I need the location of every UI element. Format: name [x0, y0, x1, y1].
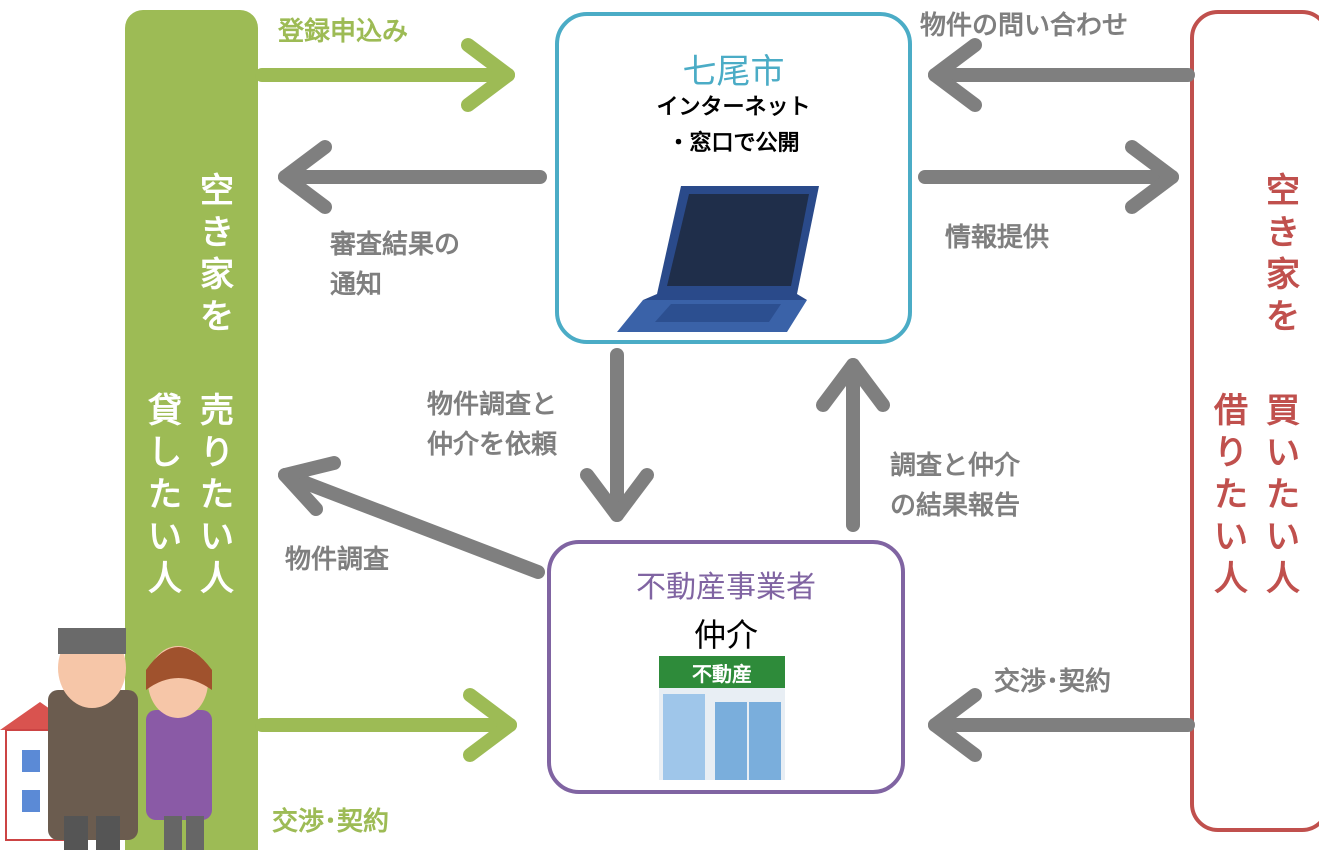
- label-info: 情報提供: [945, 223, 1050, 253]
- seller-lend-label: 貸したい人: [148, 391, 182, 599]
- label-request: 物件調査と 仲介を依頼: [427, 390, 558, 460]
- arrow-negotiation-left: [255, 688, 517, 762]
- agent-box: 不動産事業者 仲介 不動産: [547, 540, 905, 794]
- agent-title: 不動産事業者: [636, 570, 816, 605]
- label-inquiry: 物件の問い合わせ: [920, 11, 1129, 41]
- real-estate-shop-icon: 不動産: [659, 656, 785, 780]
- buyer-column: [1190, 10, 1319, 832]
- arrow-survey: [278, 456, 545, 579]
- label-negotiation-right: 交渉･契約: [994, 667, 1112, 697]
- seller-heading: 空き家を: [200, 171, 234, 337]
- buyer-buy-label: 買いたい人: [1266, 391, 1300, 599]
- label-survey: 物件調査: [285, 545, 390, 575]
- label-negotiation-left: 交渉･契約: [272, 807, 390, 837]
- agent-subtitle: 仲介: [693, 616, 758, 654]
- arrow-inquiry: [928, 38, 1195, 112]
- arrow-report: [816, 358, 890, 532]
- laptop-icon: [617, 186, 819, 332]
- arrow-registration: [255, 38, 515, 112]
- buyer-rent-label: 借りたい人: [1214, 391, 1248, 599]
- arrow-review-result: [278, 140, 547, 214]
- arrow-negotiation-right: [928, 688, 1195, 762]
- city-title: 七尾市: [682, 52, 785, 92]
- arrow-info: [918, 140, 1179, 214]
- city-description: インターネット ・窓口で公開: [656, 95, 811, 156]
- arrow-request: [580, 348, 654, 522]
- label-registration: 登録申込み: [278, 17, 409, 47]
- seller-couple-illustration: [0, 628, 212, 850]
- label-report: 調査と仲介 の結果報告: [890, 451, 1021, 521]
- buyer-heading: 空き家を: [1266, 171, 1300, 337]
- city-box: 七尾市 インターネット ・窓口で公開: [555, 12, 912, 344]
- label-review-result: 審査結果の 通知: [330, 230, 461, 300]
- shop-sign: 不動産: [692, 662, 752, 686]
- seller-sell-label: 売りたい人: [200, 391, 234, 599]
